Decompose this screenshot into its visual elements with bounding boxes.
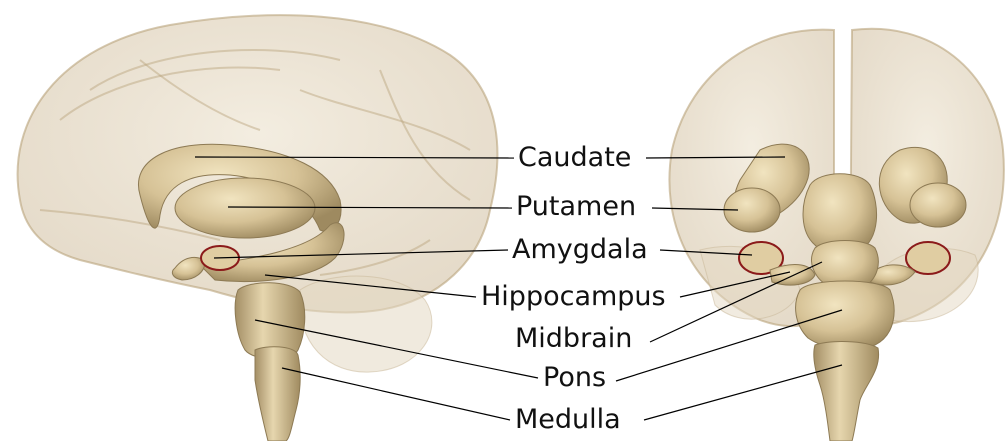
label-pons: Pons (543, 364, 606, 391)
leader-medulla-left (282, 368, 510, 420)
coronal-brain-view (669, 29, 1003, 441)
right-medulla (814, 342, 879, 441)
right-pons (796, 281, 895, 349)
label-amygdala: Amygdala (512, 236, 648, 263)
label-caudate: Caudate (518, 144, 631, 171)
right-putamen-right (910, 183, 966, 227)
sagittal-brain-view (18, 15, 498, 441)
leader-medulla-right (644, 365, 842, 420)
left-medulla (255, 347, 300, 441)
label-medulla: Medulla (515, 406, 621, 433)
left-putamen (175, 178, 315, 238)
right-amygdala-right (906, 242, 950, 274)
label-midbrain: Midbrain (515, 325, 632, 352)
leader-pons-right (616, 310, 842, 381)
label-hippocampus: Hippocampus (481, 283, 666, 310)
label-putamen: Putamen (516, 193, 636, 220)
